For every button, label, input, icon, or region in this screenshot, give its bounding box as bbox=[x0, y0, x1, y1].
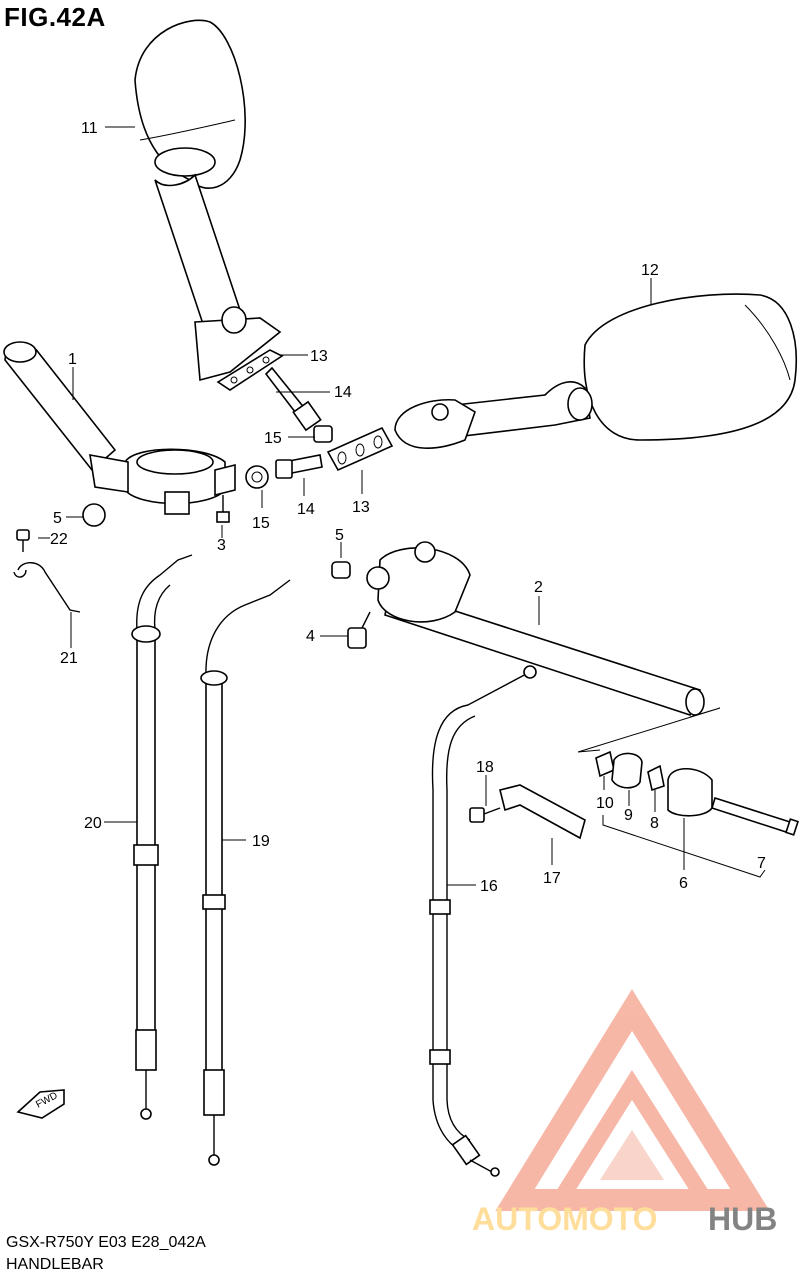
callout-14-upper: 14 bbox=[334, 384, 352, 401]
part-19-throttle-cable bbox=[200, 579, 291, 1166]
callout-19: 19 bbox=[252, 833, 270, 850]
part-9-bar-end-collar bbox=[611, 752, 643, 789]
callout-20: 20 bbox=[84, 815, 102, 832]
callout-7: 7 bbox=[757, 855, 766, 872]
part-21-clamp-wire bbox=[13, 562, 81, 613]
part-7-bar-end-bolt bbox=[711, 796, 799, 836]
callout-17: 17 bbox=[543, 870, 561, 887]
watermark-text-1: AUTOMOTO bbox=[472, 1201, 657, 1237]
part-8-bar-end-washer bbox=[647, 764, 665, 792]
part-1-left-handlebar bbox=[3, 341, 236, 515]
callout-4: 4 bbox=[306, 628, 315, 645]
callout-2: 2 bbox=[534, 579, 543, 596]
callout-11: 11 bbox=[81, 120, 98, 137]
part-13-lower-spacer bbox=[326, 426, 394, 472]
triangle-logo-icon bbox=[495, 989, 770, 1211]
model-code: GSX-R750Y E03 E28_042A bbox=[6, 1234, 206, 1251]
part-10-bar-end-nut bbox=[595, 750, 615, 778]
part-16-clutch-cable bbox=[429, 665, 537, 1177]
callout-1: 1 bbox=[68, 351, 77, 368]
callout-6: 6 bbox=[679, 875, 688, 892]
part-13-upper-spacer bbox=[216, 349, 284, 391]
callout-14-lower: 14 bbox=[297, 501, 315, 518]
watermark-logo: AUTOMOTO HUB bbox=[472, 989, 777, 1237]
assembly-bracket-line bbox=[602, 815, 766, 878]
part-14-upper-bolt bbox=[264, 366, 322, 432]
callout-16: 16 bbox=[480, 878, 498, 895]
watermark-text-2: HUB bbox=[708, 1201, 777, 1237]
callout-8: 8 bbox=[650, 815, 659, 832]
callout-13-upper: 13 bbox=[310, 348, 328, 365]
figure-title: FIG.42A bbox=[4, 2, 106, 32]
callout-10: 10 bbox=[596, 795, 614, 812]
part-17-bracket bbox=[499, 784, 586, 840]
part-14-lower-bolt bbox=[275, 454, 323, 479]
callout-3: 3 bbox=[217, 537, 226, 554]
callout-5-left: 5 bbox=[53, 510, 62, 527]
callout-22: 22 bbox=[50, 531, 68, 548]
part-6-bar-end-weight bbox=[667, 768, 713, 817]
section-name: HANDLEBAR bbox=[6, 1256, 104, 1273]
part-15-upper-nut bbox=[313, 425, 333, 443]
callout-15-lower: 15 bbox=[252, 515, 270, 532]
leader-lines bbox=[38, 126, 685, 886]
part-12-right-mirror bbox=[394, 293, 798, 449]
part-11-left-mirror bbox=[134, 19, 282, 382]
callout-9: 9 bbox=[624, 807, 633, 824]
callout-labels: 11 12 1 13 14 15 15 14 13 5 3 22 21 5 2 … bbox=[50, 120, 766, 895]
part-2-right-handlebar bbox=[366, 541, 705, 716]
part-22-bolt bbox=[16, 529, 30, 552]
callout-12: 12 bbox=[641, 262, 659, 279]
callout-5-right: 5 bbox=[335, 527, 344, 544]
cut-line bbox=[577, 707, 721, 753]
callout-15-upper: 15 bbox=[264, 430, 282, 447]
callout-13-lower: 13 bbox=[352, 499, 370, 516]
part-20-throttle-cable bbox=[131, 554, 193, 1120]
part-4-bolt bbox=[347, 611, 371, 649]
part-15-lower-nut bbox=[245, 465, 269, 489]
part-3-screw bbox=[216, 495, 230, 523]
part-5-right-end-cap bbox=[331, 561, 351, 579]
part-5-left-end-cap bbox=[82, 503, 106, 527]
forward-arrow-icon: FWD bbox=[16, 1089, 65, 1119]
callout-18: 18 bbox=[476, 759, 494, 776]
callout-21: 21 bbox=[60, 650, 78, 667]
part-18-bolt bbox=[469, 807, 501, 823]
